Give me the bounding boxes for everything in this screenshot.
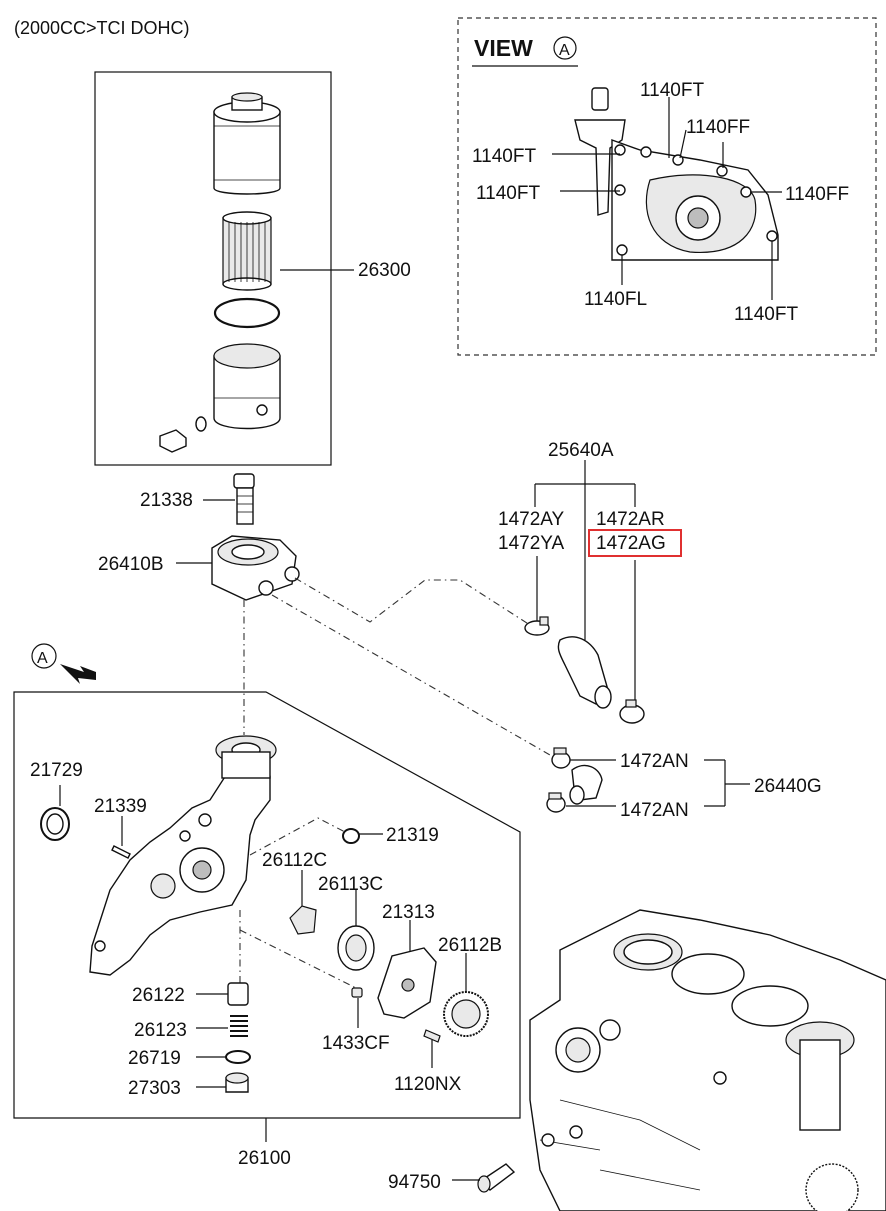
label-94750: 94750 <box>388 1172 441 1193</box>
gasket-26719 <box>225 1050 251 1064</box>
label-26113c: 26113C <box>318 874 383 895</box>
label-21339: 21339 <box>94 796 147 817</box>
view-a-marker-letter: A <box>559 42 570 59</box>
engine-block <box>529 909 886 1211</box>
label-1472an-bottom: 1472AN <box>620 800 689 821</box>
oring-21319 <box>342 828 360 844</box>
label-26112b: 26112B <box>438 935 502 956</box>
view-a-arrow-letter: A <box>37 650 48 667</box>
label-27303: 27303 <box>128 1078 181 1099</box>
view-a-arrow: A <box>31 643 96 684</box>
label-1140ft-bottom: 1140FT <box>734 304 798 325</box>
hose-25640a <box>557 636 609 705</box>
label-21313: 21313 <box>382 902 435 923</box>
label-1140ff-top: 1140FF <box>686 117 750 138</box>
label-1433cf: 1433CF <box>322 1033 390 1054</box>
oil-pressure-switch-group: 94750 <box>388 1163 516 1193</box>
label-26112c: 26112C <box>262 850 327 871</box>
pin-21339 <box>111 845 131 859</box>
oil-filter-group: 26300 <box>94 71 411 466</box>
view-a-inset: VIEW A 1140FT 114 <box>457 17 877 356</box>
label-26410b: 26410B <box>98 554 164 575</box>
label-21338: 21338 <box>140 490 193 511</box>
label-1140ft-top: 1140FT <box>640 80 704 101</box>
oil-pump-group: 21729 21339 21319 26112C 26113C 21313 26… <box>13 691 521 1169</box>
oil-filter-box <box>94 71 332 466</box>
oil-pump-box <box>13 691 521 1119</box>
rotor-26112c <box>289 905 317 935</box>
label-21319: 21319 <box>386 825 439 846</box>
label-1472ay: 1472AY <box>498 509 565 530</box>
label-1472an-top: 1472AN <box>620 751 689 772</box>
arrow-right-icon <box>60 664 96 684</box>
label-1472ar: 1472AR <box>596 509 665 530</box>
view-a-title: VIEW <box>474 35 533 61</box>
label-1140fl-bottom: 1140FL <box>584 289 647 310</box>
highlight-box-1472ag <box>588 529 682 557</box>
plunger-26122 <box>227 982 249 1006</box>
label-26300: 26300 <box>358 260 411 281</box>
label-1472ag: 1472AG <box>596 533 666 554</box>
filter-cap-body <box>213 111 281 195</box>
label-21729: 21729 <box>30 760 83 781</box>
label-26440g: 26440G <box>754 776 822 797</box>
oil-cooler-group: 21338 26410B <box>98 473 300 601</box>
label-1120nx: 1120NX <box>394 1074 462 1095</box>
engine-spec-header: (2000CC>TCI DOHC) <box>14 18 190 38</box>
bolt-1120nx <box>423 1029 441 1043</box>
label-1472ya: 1472YA <box>498 533 565 554</box>
label-1140ff-right: 1140FF <box>785 184 849 205</box>
view-a-marker-circle <box>553 36 577 60</box>
label-26122: 26122 <box>132 985 185 1006</box>
label-26719: 26719 <box>128 1048 181 1069</box>
filter-o-ring <box>213 297 281 329</box>
view-a-arrow-marker <box>31 643 57 669</box>
label-1140ft-left2: 1140FT <box>476 183 540 204</box>
label-26100: 26100 <box>238 1148 291 1169</box>
spring-26123 <box>230 1015 248 1037</box>
label-26123: 26123 <box>134 1020 187 1041</box>
clamp-1472ag <box>619 704 645 724</box>
label-25640a: 25640A <box>548 440 614 461</box>
label-1140ft-left1: 1140FT <box>472 146 536 167</box>
hose-group: 25640A 1472AY 1472YA 1472AR 1472AG 1472A… <box>498 440 822 821</box>
oil-pump-front-view <box>574 87 779 261</box>
view-a-frame <box>457 17 877 356</box>
pin-1433cf <box>351 987 363 998</box>
